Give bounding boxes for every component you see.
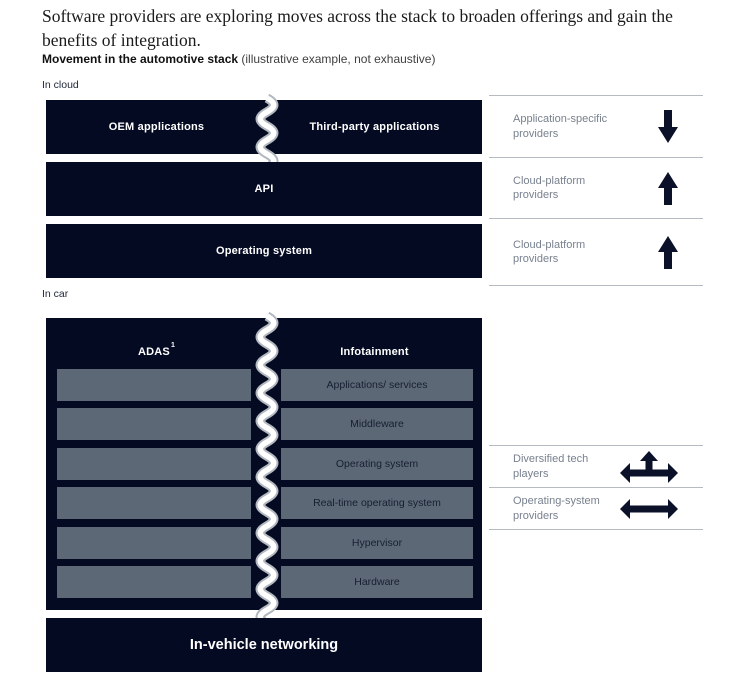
provider-row-application-specific: Application-specific providers — [489, 95, 703, 157]
layer-row: Middleware — [46, 408, 482, 440]
up-arrow-icon — [658, 171, 678, 205]
provider-label: Operating-system providers — [513, 495, 600, 522]
third-party-applications-cell: Third-party applications — [267, 100, 482, 154]
layer-row: Hardware — [46, 566, 482, 598]
provider-row-diversified-tech: Diversified tech players — [489, 445, 703, 487]
adas-layer-box — [57, 566, 251, 598]
layer-row: Applications/ services — [46, 369, 482, 401]
left-right-arrow-icon — [620, 498, 678, 519]
layer-row: Operating system — [46, 448, 482, 480]
oem-applications-label: OEM applications — [108, 121, 205, 133]
infotainment-layer-box: Hardware — [281, 566, 473, 598]
adas-layer-box — [57, 448, 251, 480]
exhibit-heading-note: (illustrative example, not exhaustive) — [241, 52, 436, 66]
in-vehicle-networking-bar: In-vehicle networking — [46, 618, 482, 672]
provider-row-operating-system: Operating-system providers — [489, 487, 703, 529]
provider-row-cloud-platform-2: Cloud-platform providers — [489, 218, 703, 285]
third-party-applications-label: Third-party applications — [309, 121, 440, 133]
cloud-row-api: API — [46, 162, 482, 216]
car-provider-panel: Diversified tech players Operating-syste… — [489, 445, 703, 530]
provider-row-cloud-platform-1: Cloud-platform providers — [489, 157, 703, 218]
provider-label: Cloud-platform providers — [513, 238, 586, 265]
infotainment-layer-box: Real-time operating system — [281, 487, 473, 519]
exhibit-heading: Movement in the automotive stack (illust… — [42, 52, 435, 66]
infotainment-layer-box: Applications/ services — [281, 369, 473, 401]
infotainment-header: Infotainment — [340, 346, 409, 358]
api-label: API — [254, 183, 274, 195]
infotainment-layer-box: Hypervisor — [281, 527, 473, 559]
oem-applications-cell: OEM applications — [46, 100, 267, 154]
adas-header: ADAS1 — [137, 342, 176, 358]
up-left-right-arrow-icon — [620, 450, 678, 483]
cloud-row-applications: OEM applications Third-party application… — [46, 93, 482, 187]
section-label-in-cloud: In cloud — [42, 79, 79, 91]
adas-layer-box — [57, 408, 251, 440]
provider-label: Cloud-platform providers — [513, 174, 586, 201]
up-arrow-icon — [658, 235, 678, 269]
provider-label: Application-specific providers — [513, 113, 608, 140]
layer-row: Real-time operating system — [46, 487, 482, 519]
layer-row: Hypervisor — [46, 527, 482, 559]
section-label-in-car: In car — [42, 288, 69, 300]
adas-layer-box — [57, 527, 251, 559]
exhibit-heading-bold: Movement in the automotive stack — [42, 52, 239, 66]
car-stack-container: ADAS1 Infotainment Applications/ service… — [46, 311, 482, 629]
adas-footnote-marker: 1 — [170, 342, 176, 349]
cloud-row-operating-system: Operating system — [46, 224, 482, 278]
down-arrow-icon — [658, 110, 678, 143]
page-title: Software providers are exploring moves a… — [42, 6, 673, 51]
adas-layer-box — [57, 369, 251, 401]
cloud-os-label: Operating system — [215, 245, 313, 257]
cloud-provider-panel: Application-specific providers Cloud-pla… — [489, 95, 703, 286]
infotainment-layer-box: Operating system — [281, 448, 473, 480]
in-vehicle-networking-label: In-vehicle networking — [189, 637, 339, 653]
adas-layer-box — [57, 487, 251, 519]
infotainment-layer-box: Middleware — [281, 408, 473, 440]
provider-label: Diversified tech players — [513, 453, 589, 480]
